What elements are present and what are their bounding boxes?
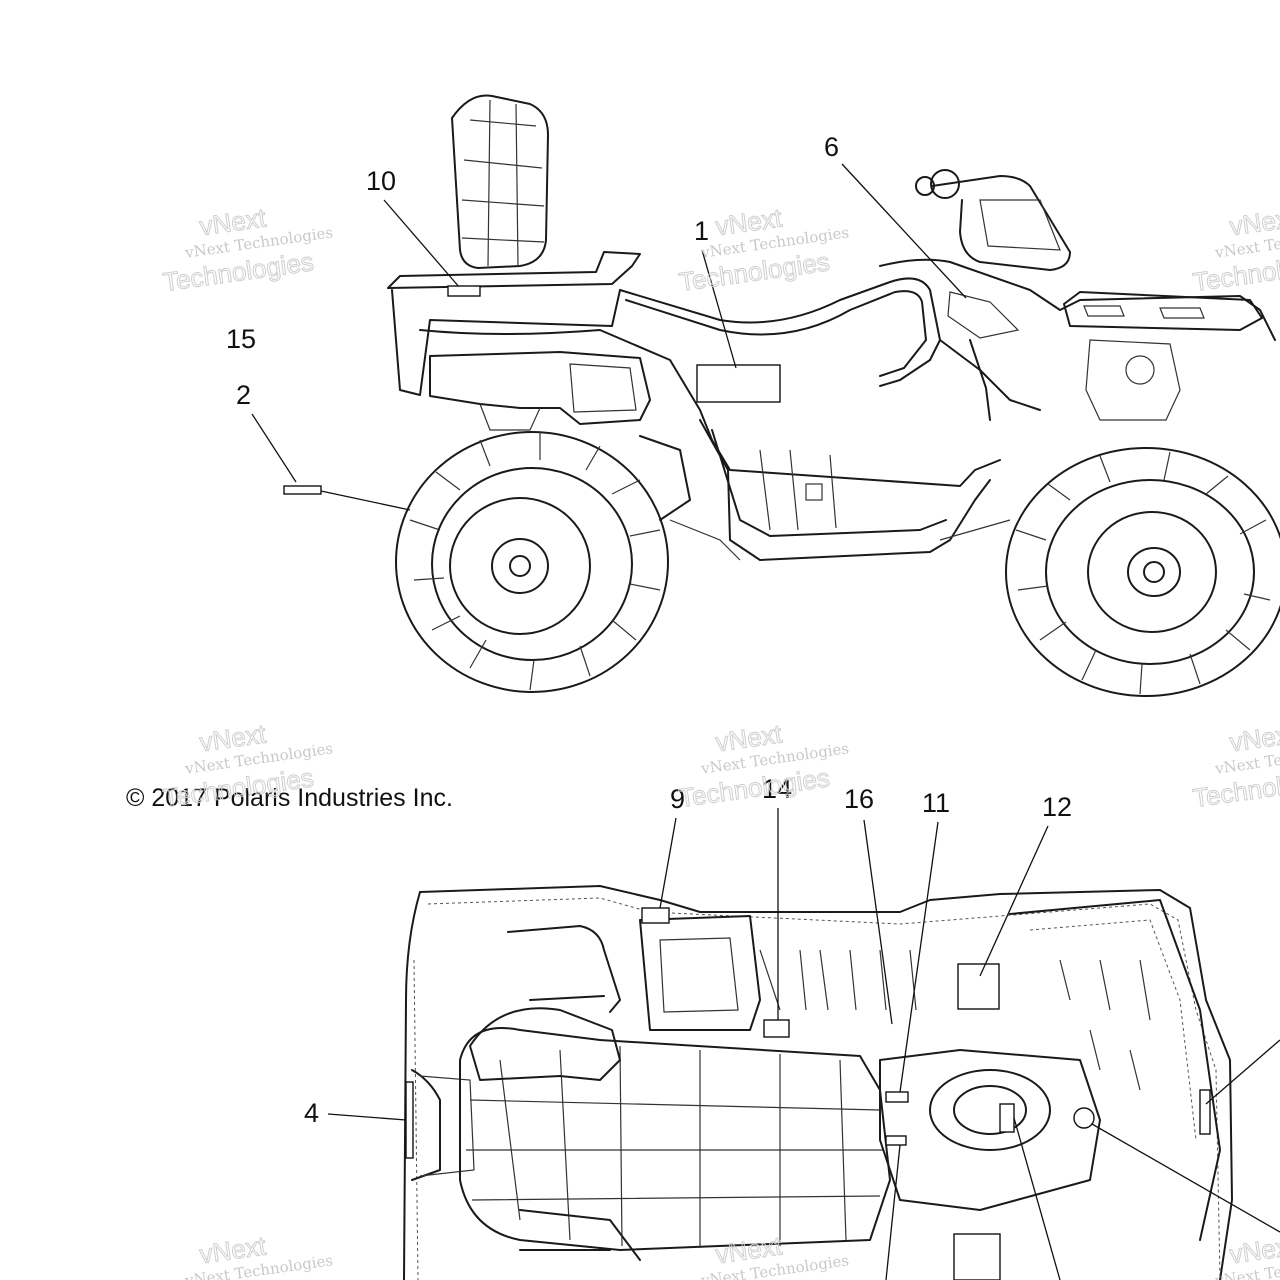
callout-14: 14 (762, 774, 792, 804)
callout-4: 4 (304, 1098, 319, 1128)
rear-wheel (395, 431, 669, 693)
callout-9: 9 (670, 784, 685, 814)
callout-15: 15 (226, 324, 256, 354)
callout-16: 16 (844, 784, 874, 814)
callout-10: 10 (366, 166, 396, 196)
callout-6: 6 (824, 132, 839, 162)
decal-14 (763, 1019, 790, 1038)
top-view-atv (403, 885, 1233, 1280)
decal-11a (885, 1091, 909, 1103)
watermark-7: vNext vNext Technologies (183, 1230, 334, 1280)
side-view-callouts (251, 163, 967, 511)
front-wheel (1005, 447, 1280, 697)
copyright-notice: © 2017 Polaris Industries Inc. (126, 784, 453, 812)
decal-9 (641, 907, 670, 924)
decal-bottom (953, 1233, 1001, 1280)
watermark-8: vNext vNext Technologies (699, 1230, 850, 1280)
callout-12: 12 (1042, 792, 1072, 822)
watermark-5: vNext vNext Technologies Technologies (677, 718, 851, 814)
decal-right (999, 1103, 1015, 1133)
decal-10 (447, 285, 481, 297)
decal-front (1199, 1089, 1211, 1135)
callout-2: 2 (236, 380, 251, 410)
watermark-1: vNext vNext Technologies Technologies (161, 202, 335, 298)
side-view-atv (387, 94, 1280, 697)
callout-1: 1 (694, 216, 709, 246)
watermark-3: vNext vNext Technologies Technologies (1191, 202, 1280, 298)
decal-4 (405, 1081, 414, 1159)
callout-numbers: 1 2 4 6 9 10 11 12 14 15 16 (226, 132, 1072, 1128)
decal-round (1073, 1107, 1095, 1129)
decal-11b (885, 1135, 907, 1146)
decal-2 (283, 485, 322, 495)
top-view-callouts (327, 808, 1280, 1280)
watermark-6: vNext vNext Technologies Technologies (1191, 718, 1280, 814)
decal-12 (957, 963, 1000, 1010)
watermarks: vNext vNext Technologies Technologies vN… (161, 202, 1280, 1280)
callout-11: 11 (922, 788, 950, 818)
